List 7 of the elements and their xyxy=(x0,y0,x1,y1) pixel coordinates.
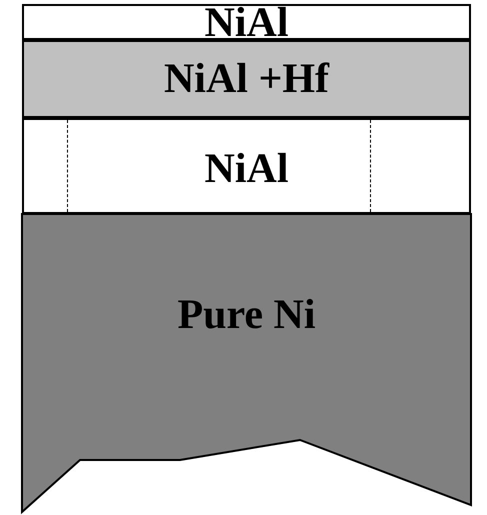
layer-label: Pure Ni xyxy=(176,292,317,338)
coating-layer xyxy=(22,40,471,118)
layer-label: NiAl xyxy=(204,0,290,46)
layer-label: NiAl +Hf xyxy=(162,56,330,102)
coating-layer xyxy=(22,4,471,40)
coating-layer xyxy=(22,118,471,214)
layer-label: NiAl xyxy=(204,146,290,192)
